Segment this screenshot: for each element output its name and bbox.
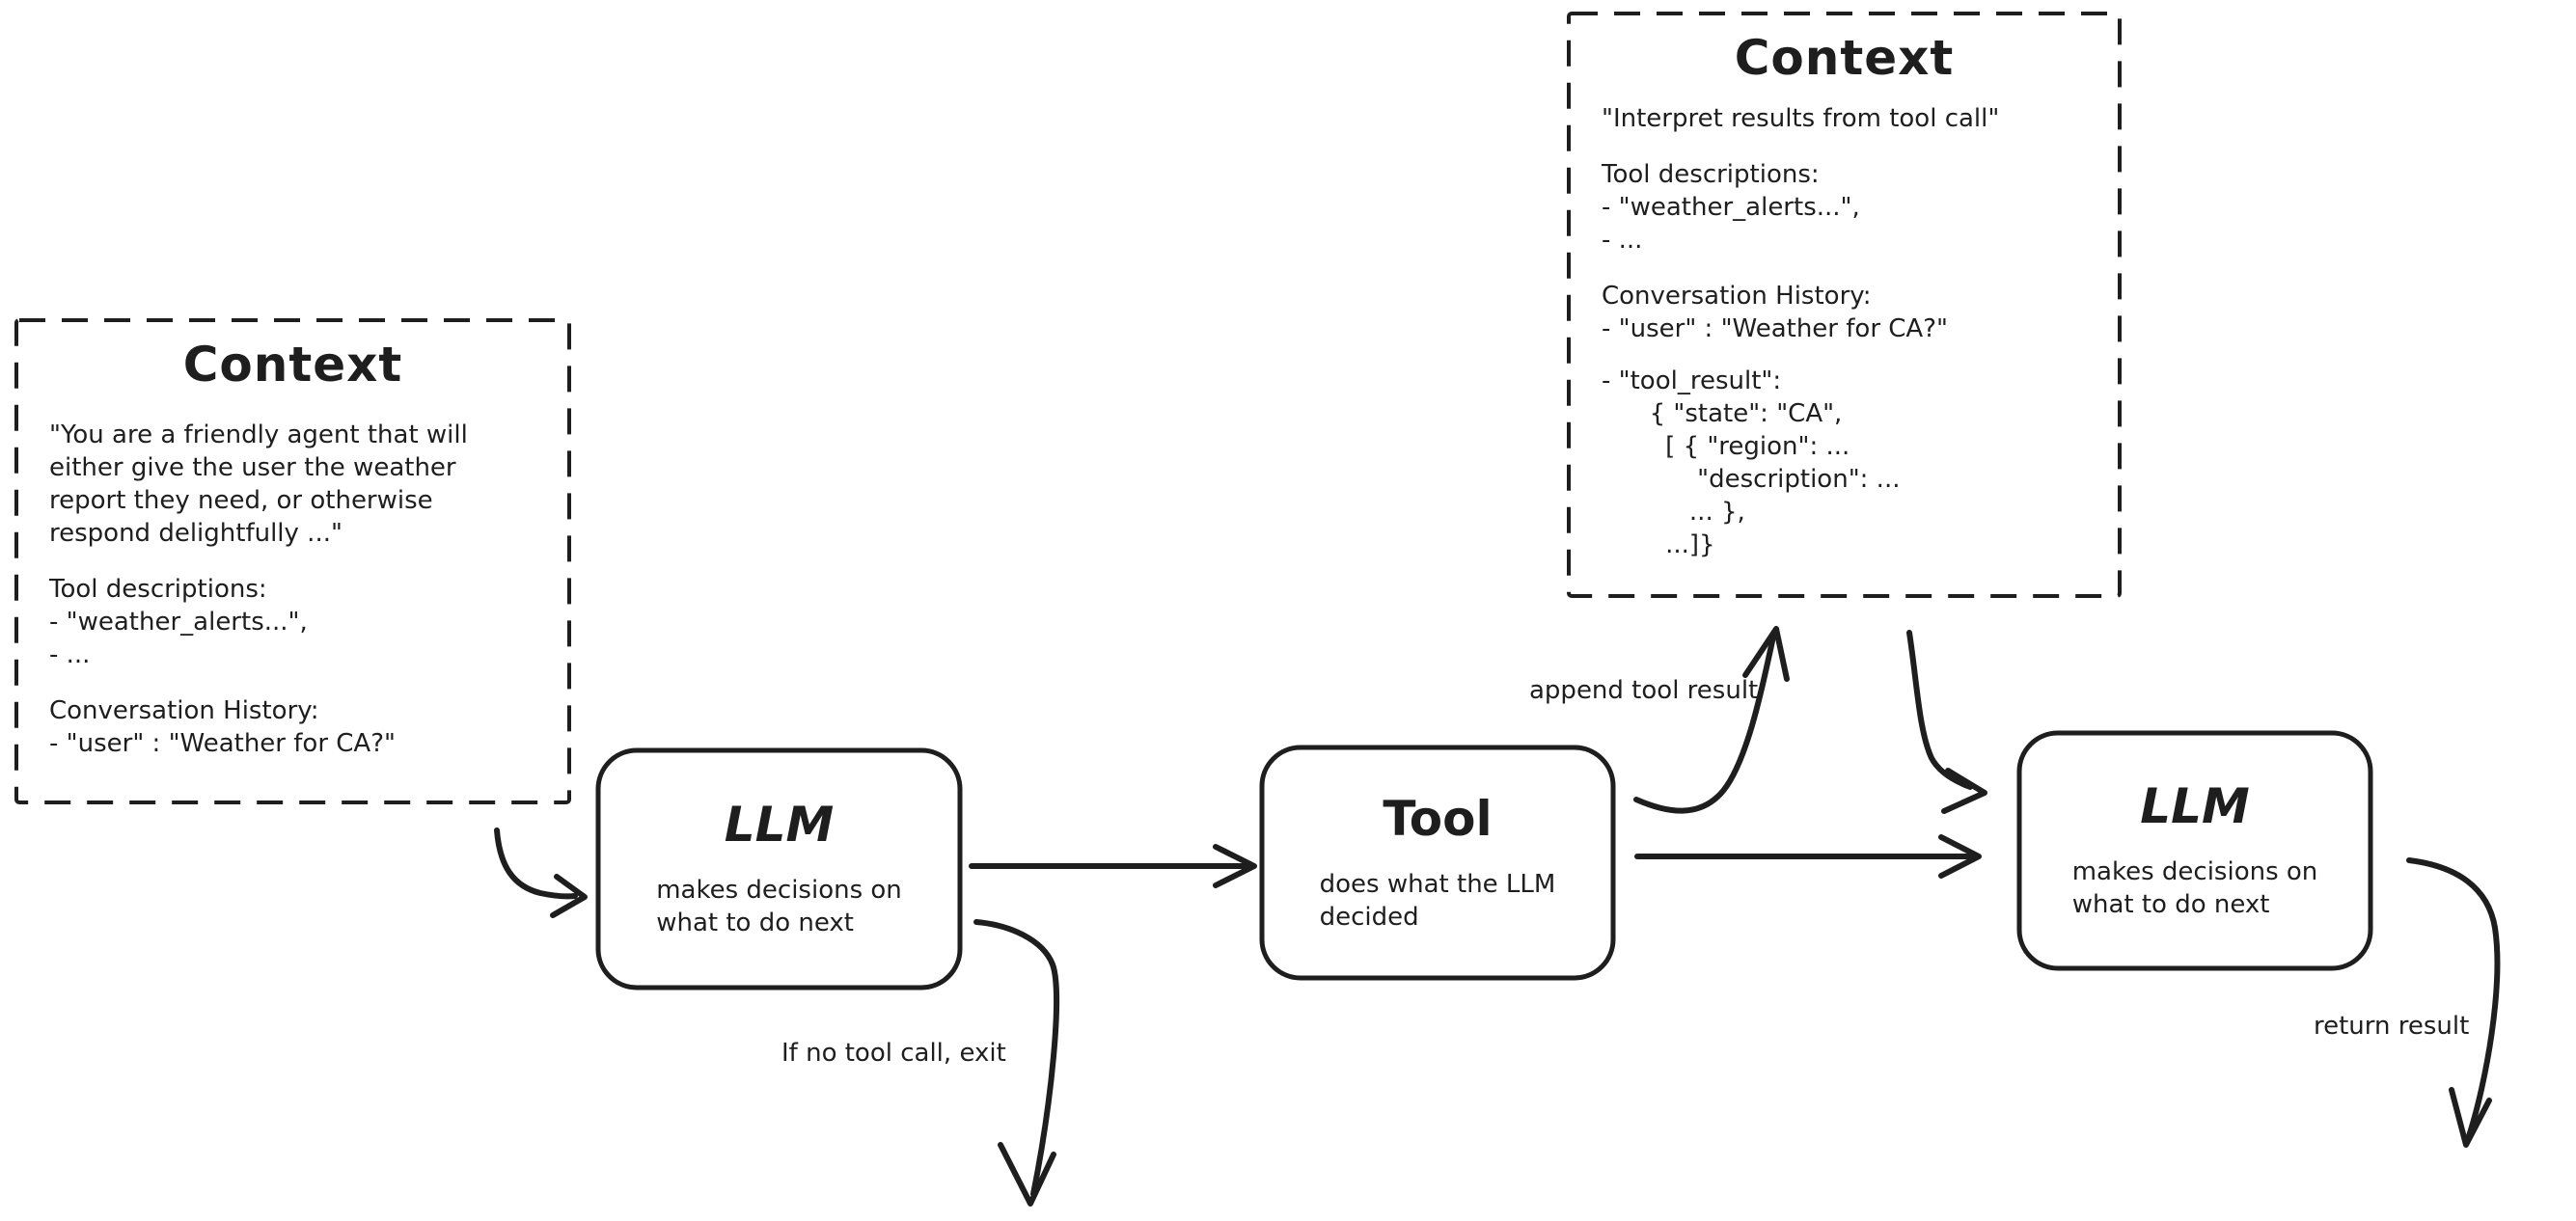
context-line: either give the user the weather (49, 453, 456, 482)
context-line: "description": ... (1602, 465, 1901, 494)
tool-subtitle: does what the LLM decided (1320, 868, 1556, 934)
context-left-border (14, 318, 571, 804)
context-left-tool-descriptions: Tool descriptions: - "weather_alerts..."… (49, 573, 536, 671)
node-subtitle-line: does what the LLM (1319, 869, 1556, 899)
context-box-left: Context "You are a friendly agent that w… (16, 320, 569, 802)
arrow-tool-to-llm2 (1634, 834, 1982, 879)
node-subtitle-line: what to do next (656, 909, 854, 937)
context-line: ...]} (1602, 530, 1715, 559)
context-line: - "user" : "Weather for CA?" (49, 729, 396, 758)
context-line: - "user" : "Weather for CA?" (1602, 314, 1948, 343)
context-line: "Interpret results from tool call" (1602, 104, 2000, 133)
context-top-border (1567, 12, 2122, 598)
node-subtitle-line: what to do next (2071, 890, 2270, 919)
context-line: - "weather_alerts...", (49, 608, 308, 637)
arrow-llm1-to-tool (969, 844, 1257, 888)
node-subtitle-line: decided (1319, 902, 1419, 932)
context-line: Tool descriptions: (1602, 160, 1820, 189)
label-append-tool-result: append tool result (1529, 676, 1759, 705)
context-line: { "state": "CA", (1602, 399, 1843, 428)
context-top-title: Context (1734, 30, 1955, 86)
context-line: [ { "region": ... (1602, 432, 1850, 461)
llm2-node-border (2016, 730, 2373, 971)
llm1-subtitle: makes decisions on what to do next (656, 874, 902, 939)
tool-node-border (1259, 745, 1616, 981)
context-line: report they need, or otherwise (49, 486, 433, 515)
context-left-system-prompt: "You are a friendly agent that will eith… (49, 419, 536, 550)
label-no-tool-call-exit: If no tool call, exit (781, 1039, 1006, 1068)
context-left-conversation-history: Conversation History: - "user" : "Weathe… (49, 694, 536, 760)
llm1-node-border (595, 747, 963, 990)
context-top-intro: "Interpret results from tool call" (1602, 102, 2087, 135)
llm1-title: LLM (724, 797, 835, 853)
context-top-tool-descriptions: Tool descriptions: - "weather_alerts..."… (1602, 158, 2087, 257)
context-line: - ... (49, 640, 91, 669)
arrow-llm2-return (2406, 857, 2501, 1148)
context-line: - "weather_alerts...", (1602, 193, 1860, 222)
node-subtitle-line: makes decisions on (2071, 857, 2318, 886)
context-box-top: Context "Interpret results from tool cal… (1569, 14, 2120, 596)
context-line: ... }, (1602, 498, 1745, 527)
arrow-tool-to-context-top (1633, 626, 1790, 814)
node-subtitle-line: makes decisions on (656, 876, 902, 905)
arrow-context-left-to-llm1 (494, 828, 588, 918)
context-top-tool-result: - "tool_result": { "state": "CA", [ { "r… (1602, 365, 2087, 561)
llm2-title: LLM (2140, 778, 2250, 834)
label-return-result: return result (2314, 1012, 2470, 1041)
context-line: respond delightfully ..." (49, 519, 343, 548)
llm2-subtitle: makes decisions on what to do next (2072, 855, 2318, 921)
arrow-llm1-exit (973, 919, 1060, 1207)
context-top-conversation-history: Conversation History: - "user" : "Weathe… (1602, 280, 2087, 345)
tool-title: Tool (1383, 790, 1493, 847)
context-line: "You are a friendly agent that will (49, 421, 468, 449)
llm1-node: LLM makes decisions on what to do next (598, 750, 960, 988)
tool-node: Tool does what the LLM decided (1262, 747, 1613, 978)
arrow-context-top-to-llm2 (1906, 630, 1987, 814)
context-line: Conversation History: (49, 696, 319, 725)
llm2-node: LLM makes decisions on what to do next (2019, 733, 2370, 968)
context-left-title: Context (182, 337, 403, 393)
context-line: - ... (1602, 226, 1643, 255)
context-line: Conversation History: (1602, 282, 1872, 311)
context-line: - "tool_result": (1602, 366, 1782, 395)
context-line: Tool descriptions: (49, 575, 267, 604)
